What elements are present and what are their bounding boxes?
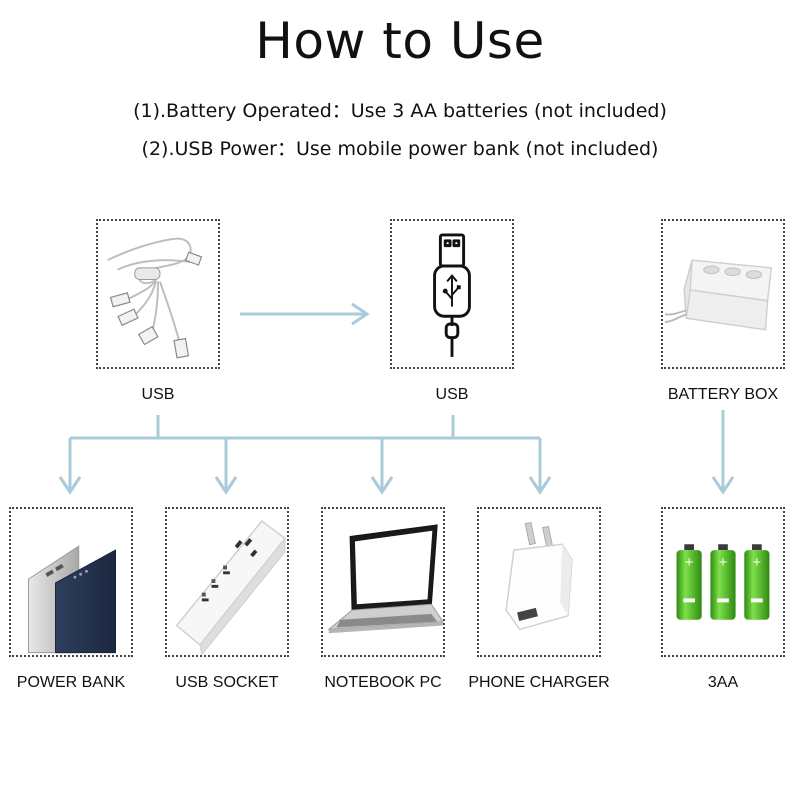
svg-text:+: + xyxy=(718,555,728,569)
battery-box-label: BATTERY BOX xyxy=(667,386,779,403)
usb-socket-label: USB SOCKET xyxy=(175,674,279,691)
page-title: How to Use xyxy=(255,12,545,70)
arrow-head-notebook xyxy=(370,476,394,495)
phone-charger-box xyxy=(477,507,601,657)
svg-text:+: + xyxy=(752,555,762,569)
power-bank-icon xyxy=(27,545,116,654)
usb-cable-box xyxy=(96,219,220,369)
aa-batteries-icon: + + + xyxy=(676,544,770,620)
arrow-head-usb-socket xyxy=(214,476,238,495)
power-bank-label: POWER BANK xyxy=(16,674,126,691)
usb-cable-label: USB xyxy=(141,386,175,403)
battery-box-icon xyxy=(664,259,773,331)
notebook-pc-label: NOTEBOOK PC xyxy=(324,674,442,691)
arrow-head-batteries xyxy=(711,476,735,495)
laptop-icon xyxy=(327,524,443,634)
notebook-pc-box xyxy=(321,507,445,657)
arrow-head-phone-charger xyxy=(528,476,552,495)
phone-charger-label: PHONE CHARGER xyxy=(468,674,610,691)
arrow-head-power-bank xyxy=(58,476,82,495)
usb-socket-icon xyxy=(175,520,287,655)
usb-cable-icon xyxy=(107,237,203,359)
usb-plug-box xyxy=(390,219,514,369)
usb-socket-box xyxy=(165,507,289,657)
usb-plug-icon xyxy=(433,233,471,357)
svg-text:+: + xyxy=(684,555,694,569)
arrow-head-usb-to-plug xyxy=(351,302,370,326)
batteries-label: 3AA xyxy=(707,674,739,691)
power-bank-box xyxy=(9,507,133,657)
batteries-box: + + + xyxy=(661,507,785,657)
phone-charger-icon xyxy=(505,522,573,631)
instruction-battery: (1).Battery Operated：Use 3 AA batteries … xyxy=(133,100,667,122)
battery-box-box xyxy=(661,219,785,369)
instruction-usb: (2).USB Power：Use mobile power bank (not… xyxy=(141,138,659,160)
usb-plug-label: USB xyxy=(435,386,469,403)
